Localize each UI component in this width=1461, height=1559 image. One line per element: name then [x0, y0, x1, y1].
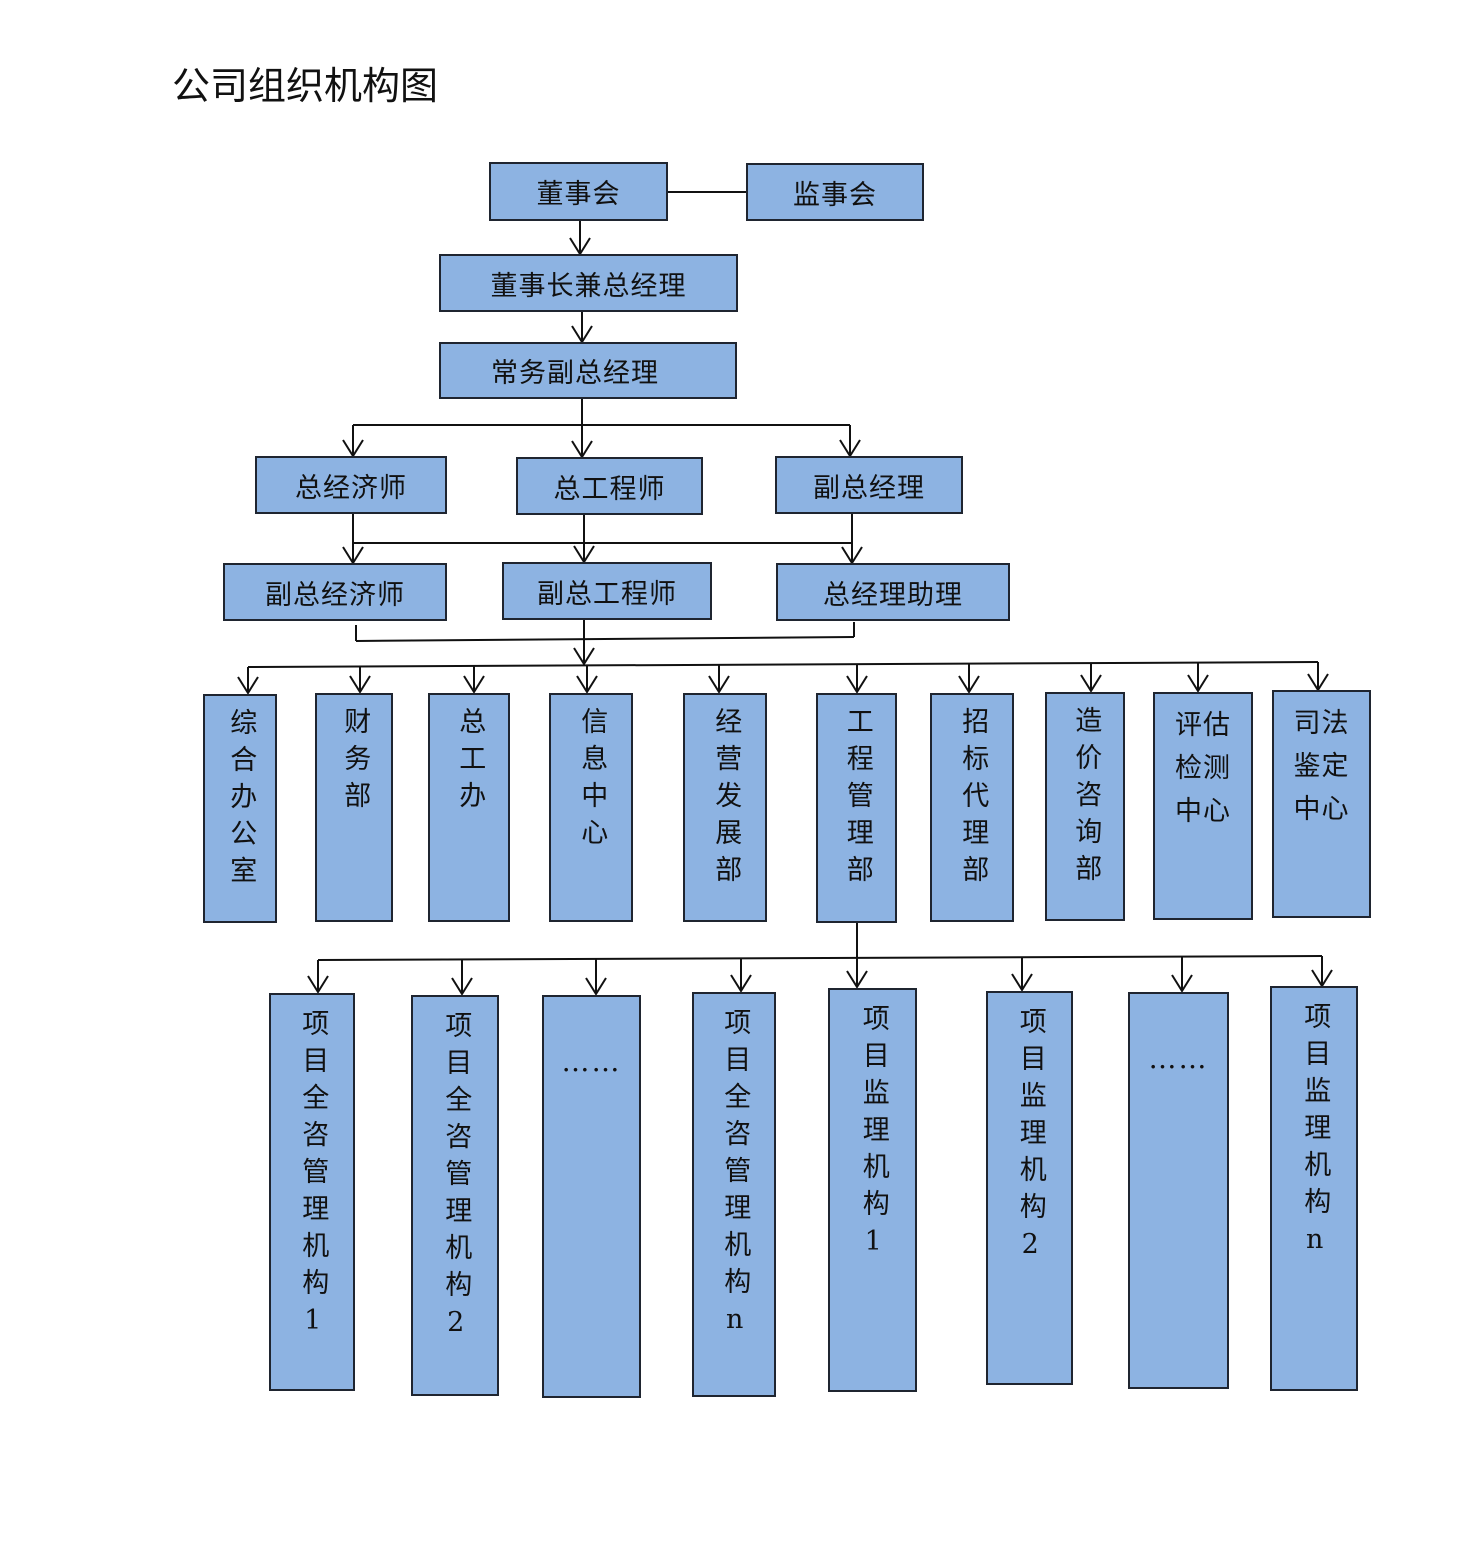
node-chief-economist: 总经济师 [255, 456, 447, 514]
dept-box: 经营发展部 [683, 693, 767, 922]
node-chief-engineer: 总工程师 [516, 457, 703, 515]
project-label: 项目监理机构n [1299, 1002, 1331, 1265]
ellipsis-label: …… [561, 1045, 622, 1078]
dept-label: 评估 检测 中心 [1175, 710, 1231, 828]
project-label: 项目全咨管理机构n [719, 1008, 751, 1345]
project-box: 项目监理机构1 [828, 988, 917, 1392]
page-title: 公司组织机构图 [172, 64, 439, 108]
node-exec-vgm: 常务副总经理 [439, 342, 737, 399]
node-deputy-chief-economist: 副总经济师 [223, 563, 447, 621]
dept-label: 经营发展部 [710, 707, 742, 892]
node-gm-assistant: 总经理助理 [776, 563, 1010, 621]
dept-box: 工程管理部 [816, 693, 897, 923]
node-deputy-chief-engineer: 副总工程师 [502, 562, 712, 620]
dept-label: 总工办 [454, 707, 486, 818]
project-label: 项目监理机构1 [857, 1004, 889, 1267]
dept-box: 综合办公室 [203, 694, 277, 923]
project-box: 项目全咨管理机构n [692, 992, 776, 1397]
dept-label: 造价咨询部 [1070, 706, 1102, 891]
dept-box: 信息中心 [549, 693, 633, 922]
dept-label: 综合办公室 [225, 708, 257, 893]
dept-box: 评估 检测 中心 [1153, 692, 1253, 920]
project-box: …… [1128, 992, 1229, 1389]
dept-label: 信息中心 [576, 707, 608, 855]
project-label: 项目监理机构2 [1014, 1007, 1046, 1270]
project-box: 项目监理机构n [1270, 986, 1358, 1391]
node-board: 董事会 [489, 162, 668, 221]
project-box: 项目全咨管理机构1 [269, 993, 355, 1391]
dept-box: 招标代理部 [930, 693, 1014, 922]
project-label: 项目全咨管理机构2 [440, 1011, 472, 1348]
dept-box: 司法 鉴定 中心 [1272, 690, 1371, 918]
project-box: 项目全咨管理机构2 [411, 995, 499, 1396]
dept-box: 总工办 [428, 693, 510, 922]
dept-label: 招标代理部 [957, 707, 989, 892]
dept-box: 财务部 [315, 693, 393, 922]
node-chairman-gm: 董事长兼总经理 [439, 254, 738, 312]
dept-box: 造价咨询部 [1045, 692, 1125, 921]
dept-label: 工程管理部 [841, 707, 873, 892]
node-supervisors: 监事会 [746, 163, 924, 221]
dept-label: 财务部 [339, 707, 371, 818]
project-label: 项目全咨管理机构1 [297, 1009, 329, 1346]
dept-label: 司法 鉴定 中心 [1293, 708, 1350, 826]
project-box: …… [542, 995, 641, 1398]
project-box: 项目监理机构2 [986, 991, 1073, 1385]
node-vgm: 副总经理 [775, 456, 963, 514]
ellipsis-label: …… [1148, 1042, 1209, 1075]
